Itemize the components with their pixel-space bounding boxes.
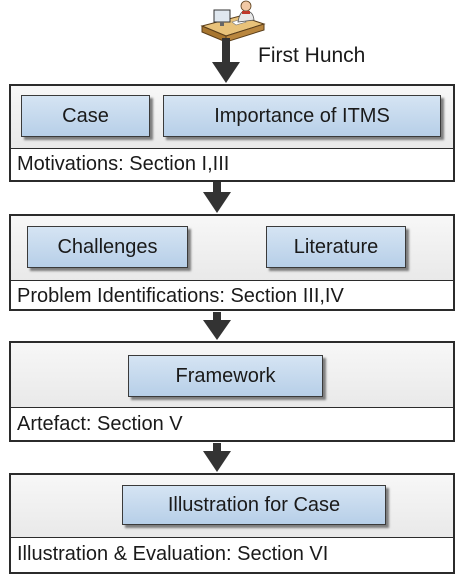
stage-problem-caption: Problem Identifications: Section III,IV bbox=[17, 285, 344, 307]
stage-illustration-caption: Illustration & Evaluation: Section VI bbox=[17, 543, 329, 565]
arrow-stage2-to-stage3 bbox=[203, 312, 231, 340]
arrow-start-to-stage1 bbox=[212, 38, 240, 83]
node-literature: Literature bbox=[266, 226, 406, 268]
node-framework: Framework bbox=[128, 355, 323, 397]
node-challenges: Challenges bbox=[27, 226, 188, 268]
stage-artefact-caption: Artefact: Section V bbox=[17, 413, 183, 435]
arrow-stage1-to-stage2 bbox=[203, 182, 231, 213]
node-case: Case bbox=[21, 95, 150, 137]
arrow-stage3-to-stage4 bbox=[203, 443, 231, 472]
stage-motivations-caption: Motivations: Section I,III bbox=[17, 153, 230, 175]
node-importance-of-itms: Importance of ITMS bbox=[163, 95, 441, 137]
node-illustration-for-case: Illustration for Case bbox=[122, 485, 386, 525]
start-label: First Hunch bbox=[258, 44, 366, 67]
desk-worker-icon bbox=[200, 0, 266, 44]
